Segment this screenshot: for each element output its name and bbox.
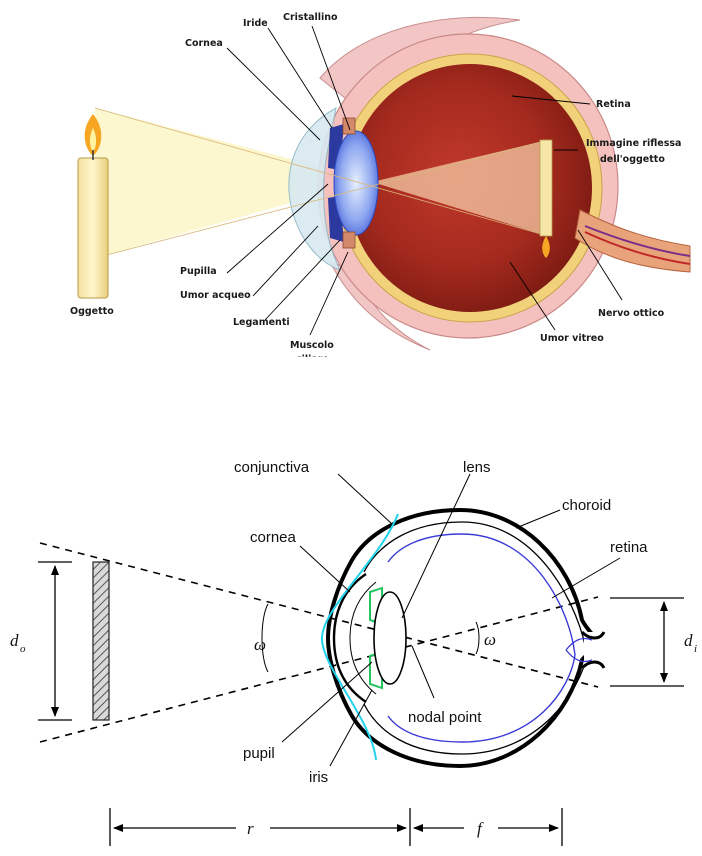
label-oggetto: Oggetto — [70, 306, 114, 317]
label-lens: lens — [463, 459, 491, 476]
omega-arc-right — [476, 622, 479, 654]
label-d-object: d — [10, 631, 19, 650]
label-immagine-line2: dell'oggetto — [600, 154, 665, 165]
label-f: f — [477, 819, 484, 838]
label-pupil: pupil — [243, 745, 275, 762]
retina-image — [540, 140, 552, 236]
label-cornea-it: Cornea — [185, 38, 223, 49]
label-immagine-line1: Immagine riflessa — [586, 138, 681, 149]
label-cristallino: Cristallino — [283, 12, 338, 23]
label-choroid: choroid — [562, 497, 611, 514]
label-umor-acqueo: Umor acqueo — [180, 290, 251, 301]
label-omega-left: ω — [254, 635, 266, 654]
label-nodal-point: nodal point — [408, 709, 482, 726]
label-conjunctiva: conjunctiva — [234, 459, 310, 476]
label-retina-en: retina — [610, 539, 648, 556]
crystalline-lens — [334, 131, 378, 235]
top-eye-diagram: Cornea Iride Cristallino Retina Immagine… — [70, 12, 690, 367]
ray-lines — [40, 543, 598, 742]
label-d-image: d — [684, 631, 693, 650]
label-iride: Iride — [243, 18, 268, 29]
label-d-object-sub: o — [20, 643, 26, 655]
label-pupilla: Pupilla — [180, 266, 217, 277]
label-r: r — [247, 819, 254, 838]
object-bar — [93, 562, 109, 720]
label-retina-it: Retina — [596, 99, 631, 110]
label-cornea-en: cornea — [250, 529, 297, 546]
label-nervo-ottico: Nervo ottico — [598, 308, 665, 319]
label-d-image-sub: i — [694, 643, 697, 655]
sclera-outline — [328, 510, 600, 766]
bottom-eye-diagram: conjunctiva lens choroid cornea retina ω… — [10, 459, 697, 846]
label-legamenti: Legamenti — [233, 317, 290, 328]
label-omega-right: ω — [484, 630, 496, 649]
label-iris: iris — [309, 769, 328, 786]
lens-shape — [374, 592, 406, 684]
label-umor-vitreo: Umor vitreo — [540, 333, 604, 344]
label-muscolo-line1: Muscolo — [290, 340, 334, 351]
